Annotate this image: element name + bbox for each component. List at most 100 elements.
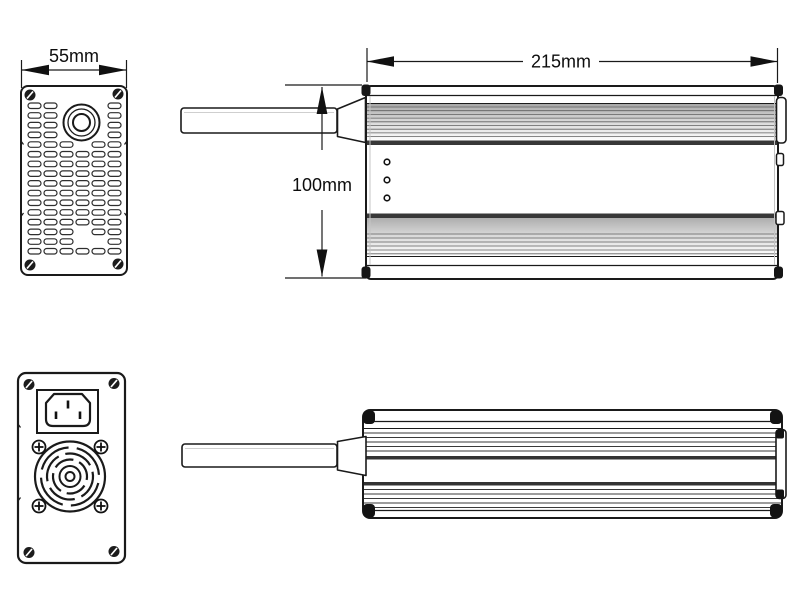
vent-slot xyxy=(91,218,106,226)
vent-slot xyxy=(107,170,122,177)
vent-slot xyxy=(59,209,74,216)
extension-lines xyxy=(366,48,779,83)
dc-cable xyxy=(181,443,338,468)
vent-slot xyxy=(91,209,106,216)
led-indicators xyxy=(383,158,391,202)
fan-frame xyxy=(33,440,107,513)
vent-slot xyxy=(107,112,122,119)
led-indicator xyxy=(383,176,391,184)
front-corner-screws xyxy=(24,88,124,271)
dc-cable xyxy=(180,107,338,134)
side-mounting-bracket xyxy=(775,96,787,144)
vent-slot xyxy=(107,160,122,168)
vent-slot xyxy=(59,180,74,187)
top-view xyxy=(181,409,787,519)
vent-slot xyxy=(27,247,42,255)
vent-slot xyxy=(27,141,42,148)
vent-slot xyxy=(27,209,42,216)
vent-slot xyxy=(75,247,90,255)
vent-slot xyxy=(107,218,122,226)
screw-slot xyxy=(114,89,122,99)
dimension-width: 55mm xyxy=(20,46,128,88)
vent-slot xyxy=(27,238,42,245)
vent-slot xyxy=(59,228,74,236)
corner-cap xyxy=(363,410,375,424)
vent-slot xyxy=(107,150,122,158)
vent-slot xyxy=(43,218,58,226)
vent-slot xyxy=(27,102,42,110)
top-body-outline xyxy=(362,409,783,519)
cable-strain-relief xyxy=(336,435,367,477)
fan-grille-ring xyxy=(51,458,89,495)
vent-slot xyxy=(59,170,74,177)
vent-slot xyxy=(27,131,42,139)
vent-slot xyxy=(59,150,74,158)
inner-edge-highlights xyxy=(369,96,775,265)
screw-slot xyxy=(25,548,33,557)
vent-slot xyxy=(43,170,58,177)
vent-slot xyxy=(43,180,58,187)
fan-mounting-screws xyxy=(31,439,109,514)
vent-slot xyxy=(43,150,58,158)
screw-slot xyxy=(25,380,33,389)
vent-slot xyxy=(59,160,74,168)
vent-slot xyxy=(27,112,42,119)
panel-edge-notches xyxy=(20,140,128,217)
dark-band-lower xyxy=(364,482,781,486)
vent-slot xyxy=(27,189,42,197)
vent-slot xyxy=(43,112,58,119)
dimension-arrow-down xyxy=(316,249,328,277)
dimension-arrow-left xyxy=(367,56,394,67)
vent-slot xyxy=(43,121,58,129)
vent-slot xyxy=(107,247,122,255)
length-dimension-label: 215mm xyxy=(531,52,591,72)
vent-slot xyxy=(27,121,42,129)
height-dimension-label: 100mm xyxy=(292,175,352,195)
vent-slot xyxy=(107,180,122,187)
vent-slot xyxy=(91,189,106,197)
vent-slot xyxy=(91,170,106,177)
fin-lines-top xyxy=(364,432,781,452)
vent-slot xyxy=(43,131,58,139)
vent-slot xyxy=(107,141,122,148)
vent-slot xyxy=(91,160,106,168)
vent-slot xyxy=(59,218,74,226)
vent-slot xyxy=(75,160,90,168)
screw-slot xyxy=(110,547,118,556)
vent-slot xyxy=(59,189,74,197)
vent-slot xyxy=(43,199,58,207)
side-clip xyxy=(775,152,785,167)
dimension-length: 215mm xyxy=(366,48,779,83)
vent-slot xyxy=(43,141,58,148)
extension-lines xyxy=(285,84,366,279)
bracket-nub xyxy=(776,489,784,499)
corner-cap xyxy=(770,504,782,518)
ac-inlet-socket xyxy=(44,392,92,428)
vent-slot xyxy=(59,199,74,207)
vent-slot xyxy=(91,180,106,187)
dark-band-lower xyxy=(367,213,777,218)
dimension-arrow-left xyxy=(21,64,49,76)
vent-slot xyxy=(27,150,42,158)
vent-slot xyxy=(91,141,106,148)
fin-lines-bottom xyxy=(364,489,781,508)
vent-slot xyxy=(91,150,106,158)
vent-slot xyxy=(27,180,42,187)
corner-cap xyxy=(363,504,375,518)
vent-slot xyxy=(91,228,106,236)
vent-slot xyxy=(59,238,74,245)
vent-slot xyxy=(59,247,74,255)
vent-slot xyxy=(27,218,42,226)
vent-slot xyxy=(75,199,90,207)
vent-slot xyxy=(107,189,122,197)
vent-slot xyxy=(91,199,106,207)
vent-slot xyxy=(107,238,122,245)
screw-slot xyxy=(26,90,34,100)
vent-slot xyxy=(75,218,90,226)
vent-slot xyxy=(27,170,42,177)
vent-slot xyxy=(43,247,58,255)
ac-inlet-pins xyxy=(54,400,82,419)
vent-slot xyxy=(75,180,90,187)
dc-output-connector xyxy=(62,103,101,142)
vent-slot xyxy=(43,102,58,110)
